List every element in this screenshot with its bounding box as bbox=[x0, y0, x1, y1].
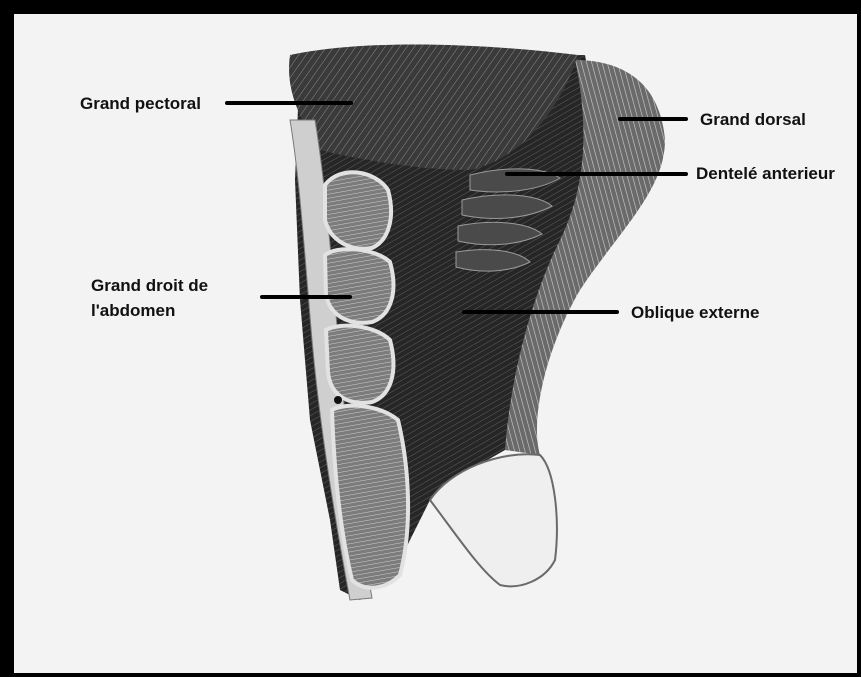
leader-oblique-externe bbox=[462, 310, 619, 314]
label-grand-pectoral: Grand pectoral bbox=[80, 92, 201, 116]
label-oblique-externe: Oblique externe bbox=[631, 301, 759, 325]
leader-grand-pectoral bbox=[225, 101, 353, 105]
leader-grand-droit bbox=[260, 295, 352, 299]
label-grand-droit-line1: Grand droit de bbox=[91, 274, 208, 298]
label-grand-droit-line2: l'abdomen bbox=[91, 299, 175, 323]
leader-grand-dorsal bbox=[618, 117, 688, 121]
label-dentele-anterieur: Dentelé anterieur bbox=[696, 162, 835, 186]
leader-dentele-anterieur bbox=[505, 172, 688, 176]
umbilicus bbox=[334, 396, 342, 404]
label-grand-dorsal: Grand dorsal bbox=[700, 108, 806, 132]
